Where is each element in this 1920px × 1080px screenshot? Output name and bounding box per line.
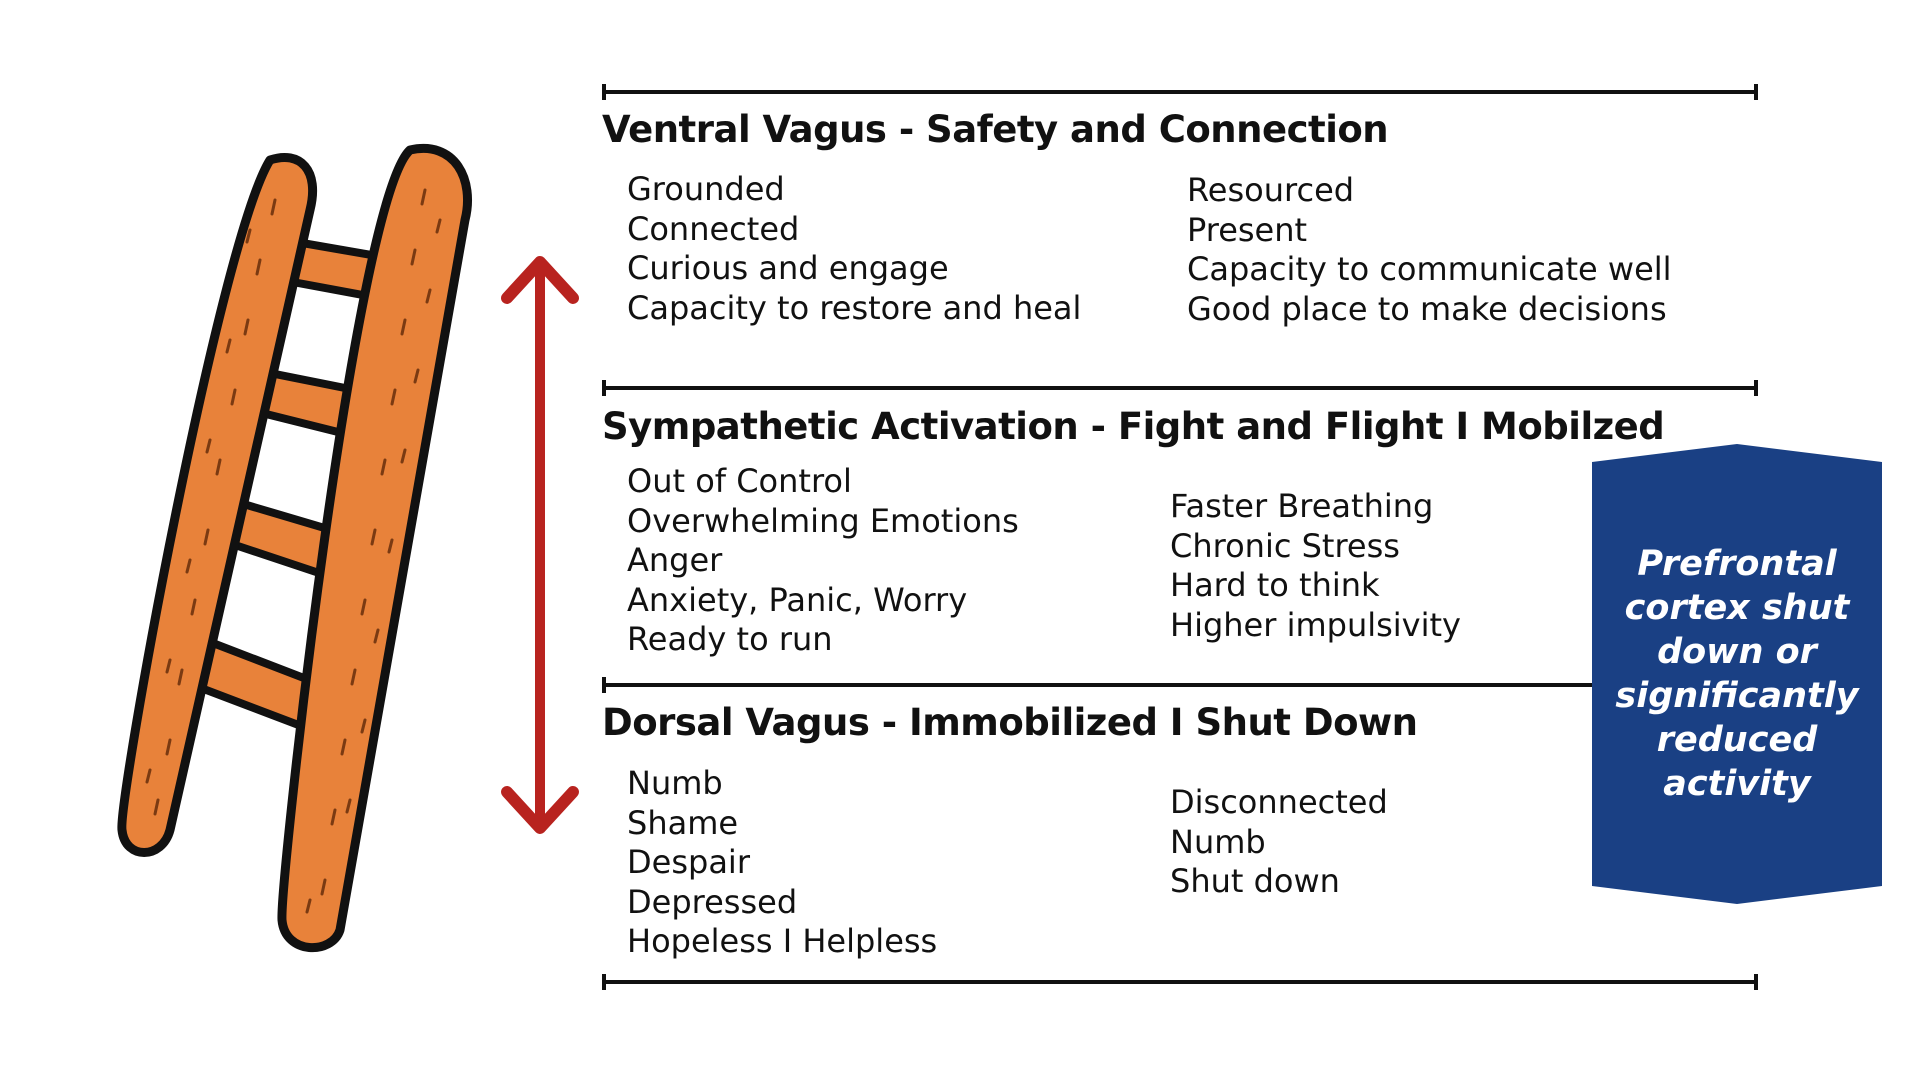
ventral-vagus-left-list: Grounded Connected Curious and engage Ca… xyxy=(627,170,1081,328)
ladder-left-rail xyxy=(117,152,318,857)
dorsal-left-list: Numb Shame Despair Depressed Hopeless I … xyxy=(627,764,937,962)
double-arrow-icon xyxy=(501,256,579,834)
ventral-vagus-right-list: Resourced Present Capacity to communicat… xyxy=(1187,171,1672,329)
list-item: Chronic Stress xyxy=(1170,526,1400,565)
ladder-icon xyxy=(117,144,473,953)
list-item: Capacity to restore and heal xyxy=(627,288,1082,327)
list-item: Higher impulsivity xyxy=(1170,605,1461,644)
list-item: Resourced xyxy=(1187,171,1355,209)
list-item: Depressed xyxy=(627,882,798,921)
list-item: Grounded xyxy=(627,170,785,208)
list-item: Anxiety, Panic, Worry xyxy=(627,580,968,619)
sympathetic-right-list: Faster Breathing Chronic Stress Hard to … xyxy=(1170,487,1461,645)
list-item: Ready to run xyxy=(627,620,833,658)
dorsal-vagus-title: Dorsal Vagus - Immobilized I Shut Down xyxy=(602,701,1418,744)
list-item: Curious and engage xyxy=(627,249,949,287)
list-item: Despair xyxy=(627,843,750,881)
ventral-vagus-title: Ventral Vagus - Safety and Connection xyxy=(602,108,1389,151)
sympathetic-left-list: Out of Control Overwhelming Emotions Ang… xyxy=(627,462,1019,660)
list-item: Faster Breathing xyxy=(1170,487,1434,525)
list-item: Disconnected xyxy=(1170,783,1388,821)
prefrontal-cortex-callout: Prefrontal cortex shut down or significa… xyxy=(1592,444,1882,904)
list-item: Hard to think xyxy=(1170,566,1380,604)
dorsal-right-list: Disconnected Numb Shut down xyxy=(1170,783,1388,902)
list-item: Numb xyxy=(627,764,723,802)
ladder-right-rail xyxy=(277,144,473,953)
list-item: Anger xyxy=(627,541,723,579)
top-rule xyxy=(602,84,1758,100)
sympathetic-activation-title: Sympathetic Activation - Fight and Fligh… xyxy=(602,405,1665,448)
list-item: Hopeless I Helpless xyxy=(627,922,938,960)
list-item: Good place to make decisions xyxy=(1187,289,1667,328)
list-item: Shut down xyxy=(1170,862,1340,900)
bottom-rule xyxy=(602,974,1758,990)
ladder-texture xyxy=(145,188,442,914)
list-item: Connected xyxy=(627,209,800,248)
list-item: Shame xyxy=(627,803,739,842)
list-item: Numb xyxy=(1170,822,1266,861)
list-item: Overwhelming Emotions xyxy=(627,501,1019,540)
list-item: Present xyxy=(1187,210,1308,249)
rule-ventral-sympathetic xyxy=(602,380,1758,396)
rule-sympathetic-dorsal xyxy=(602,677,1598,693)
list-item: Out of Control xyxy=(627,462,852,500)
callout-text: Prefrontal cortex shut down or significa… xyxy=(1615,544,1859,804)
callout-banner-shape xyxy=(1592,444,1882,904)
list-item: Capacity to communicate well xyxy=(1187,250,1672,288)
